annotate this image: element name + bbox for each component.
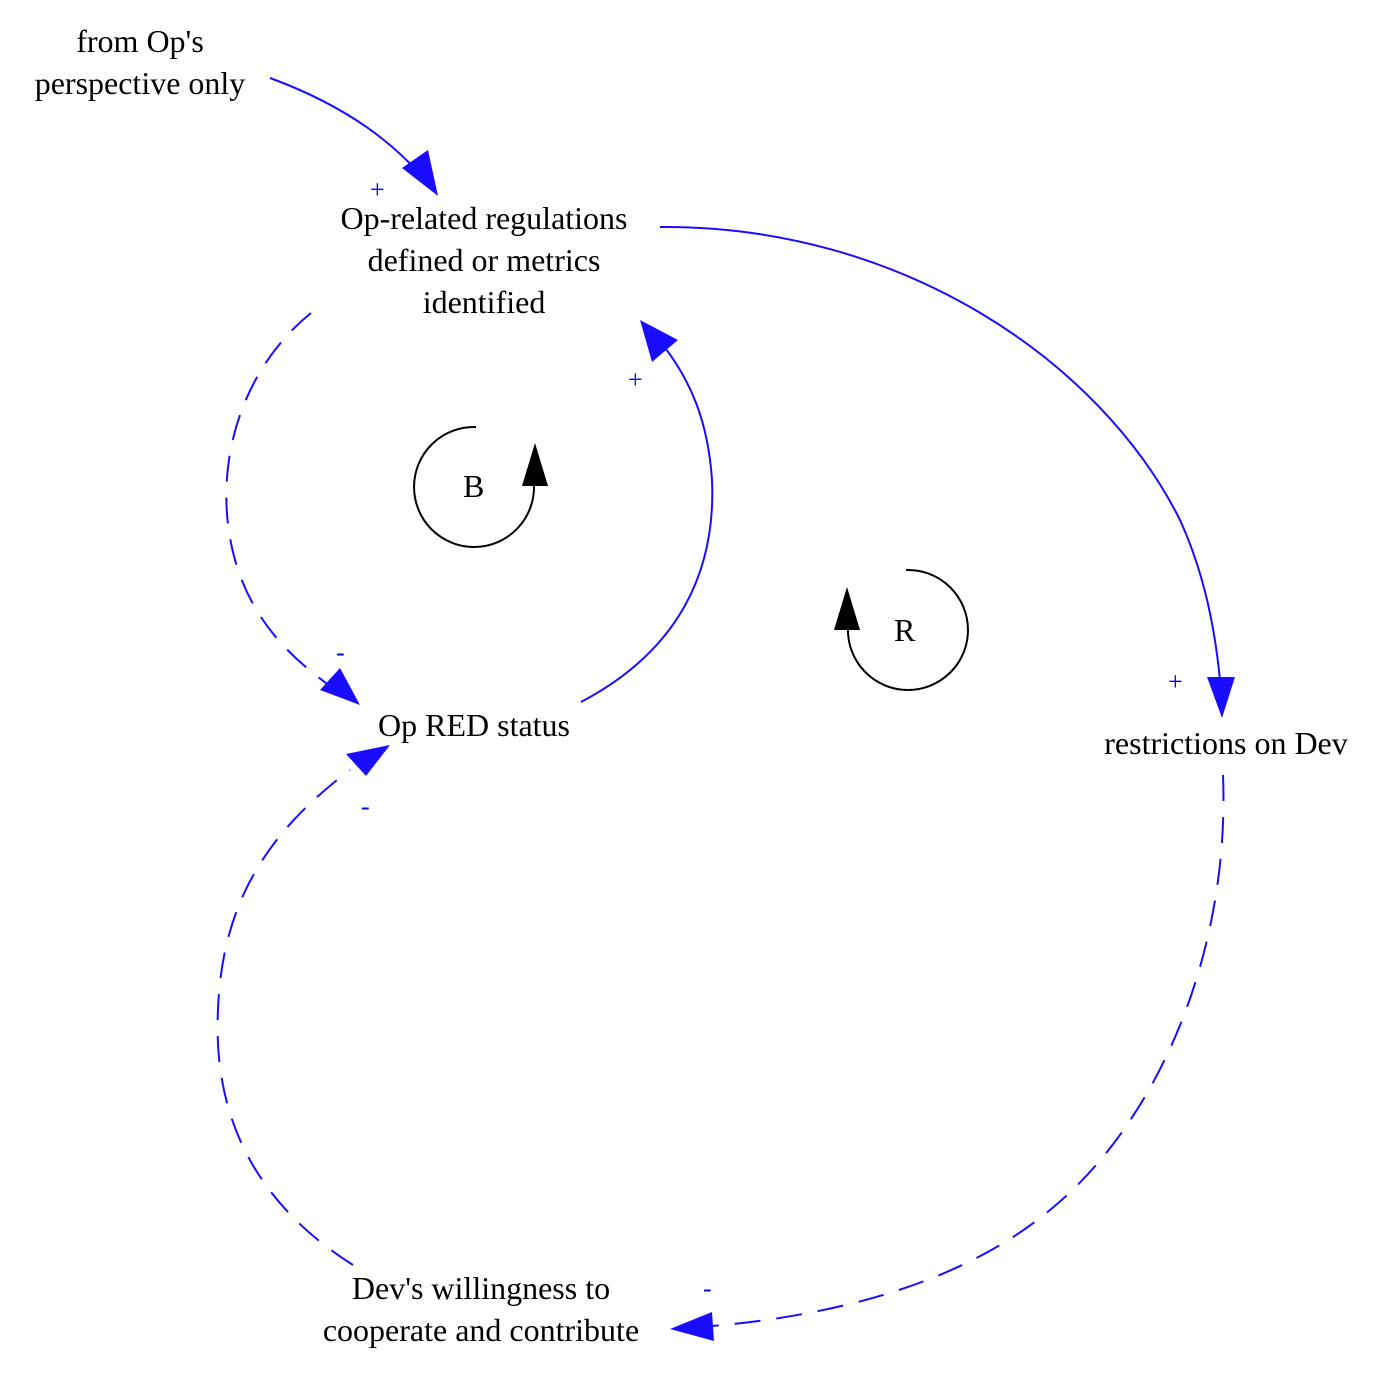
arrowhead-regulations-to-red — [320, 668, 360, 705]
node-dev-willingness-line-1: Dev's willingness to — [351, 1270, 611, 1306]
polarity-regulations-to-restrictions: + — [1168, 667, 1183, 696]
node-from-op-perspective: from Op's perspective only — [0, 20, 280, 104]
loop-b-arc — [413, 425, 536, 548]
link-regulations-to-red — [225, 312, 331, 687]
link-restrictions-to-willingness — [711, 774, 1225, 1327]
link-regulations-to-restrictions — [659, 225, 1221, 681]
link-red-to-regulations — [580, 344, 714, 703]
arrowhead-regulations-to-restrictions — [1207, 677, 1235, 718]
node-op-regulations-line-3: identified — [422, 284, 546, 320]
node-from-op-line-2: perspective only — [34, 65, 246, 101]
node-op-regulations: Op-related regulations defined or metric… — [294, 197, 674, 323]
polarity-from-op-to-regulations: + — [370, 175, 385, 204]
loop-label-balancing: B — [463, 468, 485, 504]
node-restrictions-on-dev: restrictions on Dev — [1078, 722, 1374, 764]
node-restrictions-line-1: restrictions on Dev — [1104, 725, 1348, 761]
node-dev-willingness: Dev's willingness to cooperate and contr… — [281, 1267, 681, 1351]
polarity-restrictions-to-willingness: - — [703, 1274, 712, 1303]
arrowhead-from-op-to-regulations — [402, 150, 438, 196]
polarity-regulations-to-red: - — [336, 638, 345, 667]
link-from-op-to-regulations — [269, 77, 419, 173]
link-willingness-to-red — [216, 769, 354, 1266]
arrowhead-willingness-to-red — [346, 745, 390, 776]
node-from-op-line-1: from Op's — [76, 23, 204, 59]
polarity-red-to-regulations: + — [628, 365, 643, 394]
loop-label-reinforcing: R — [894, 612, 916, 648]
arrowhead-restrictions-to-willingness — [670, 1312, 714, 1341]
node-op-red-status: Op RED status — [334, 704, 614, 746]
arrowhead-red-to-regulations — [640, 320, 678, 362]
loop-b-arrowhead — [522, 443, 548, 486]
loop-r-arrowhead — [834, 587, 860, 630]
polarity-willingness-to-red: - — [361, 792, 370, 821]
node-op-red-status-line-1: Op RED status — [378, 707, 570, 743]
loop-r-arc — [846, 568, 969, 691]
node-op-regulations-line-1: Op-related regulations — [340, 200, 628, 236]
node-dev-willingness-line-2: cooperate and contribute — [322, 1312, 640, 1348]
node-op-regulations-line-2: defined or metrics — [367, 242, 601, 278]
